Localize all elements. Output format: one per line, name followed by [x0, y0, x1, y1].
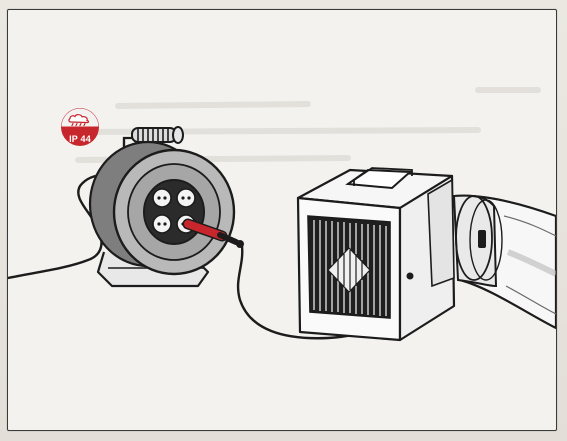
air-duct-icon [454, 196, 556, 328]
illustration-scene [8, 10, 556, 430]
ip-rating-badge: IP 44 [60, 107, 100, 147]
ip-rating-label: IP 44 [60, 134, 100, 144]
illustration-frame: IP 44 [7, 9, 557, 431]
cable-reel-icon [90, 127, 234, 286]
heater-grille [308, 216, 390, 318]
fan-heater-icon [298, 168, 454, 340]
